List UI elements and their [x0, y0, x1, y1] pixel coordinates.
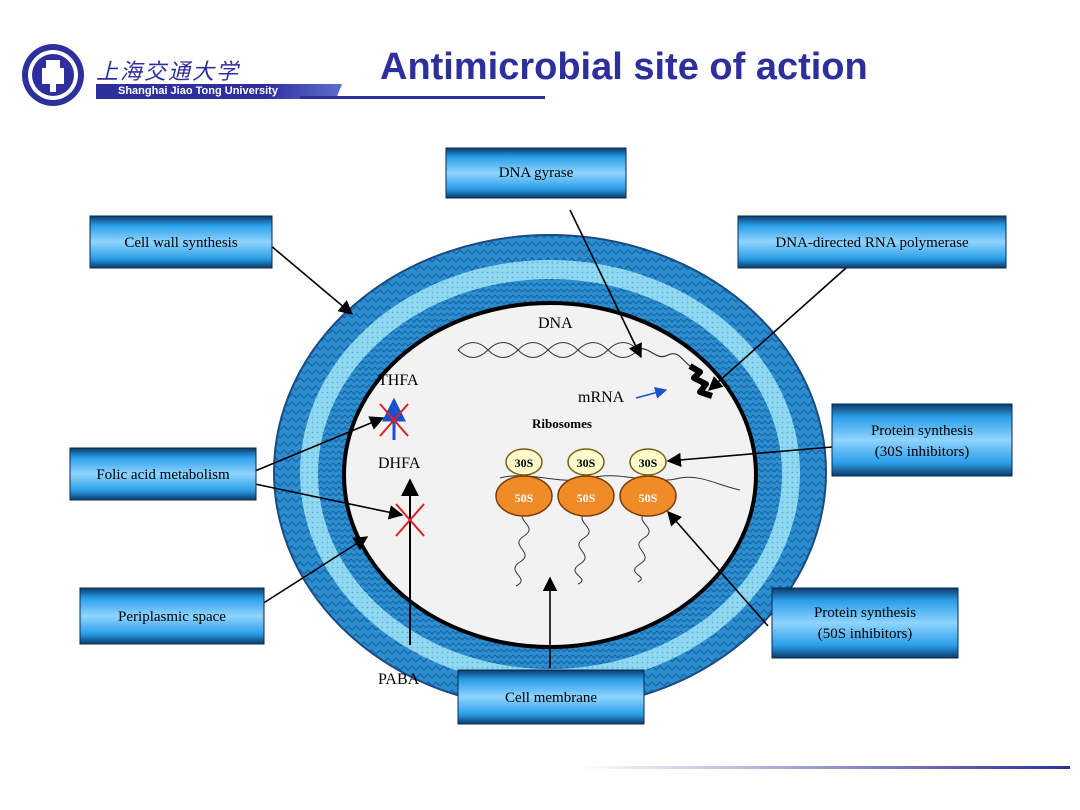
box-dna-gyrase-label: DNA gyrase: [499, 165, 574, 181]
footer-divider: [580, 766, 1070, 769]
university-name-cn: 上海交通大学: [96, 60, 241, 85]
university-name-en: Shanghai Jiao Tong University: [96, 84, 342, 99]
ribosome-50s-label: 50S: [577, 491, 596, 505]
box-rna-polymerase: DNA-directed RNA polymerase: [737, 215, 1007, 269]
ribosome-3: 30S 50S: [619, 448, 677, 517]
connector-arrows: [254, 209, 847, 668]
protein-30s-arrow: [666, 446, 833, 468]
university-seal-icon: [22, 44, 84, 106]
box-protein-50s-line2: (50S inhibitors): [818, 626, 913, 642]
ribosome-30s-subunit: [505, 448, 543, 476]
box-dna-gyrase: DNA gyrase: [445, 147, 627, 199]
box-periplasmic-label: Periplasmic space: [118, 609, 226, 625]
ribosomes-label: Ribosomes: [532, 416, 592, 431]
box-cell-wall: Cell wall synthesis: [89, 215, 273, 269]
ribosome-30s-label: 30S: [515, 456, 534, 470]
title-underline: [300, 96, 545, 99]
box-protein-50s: Protein synthesis (50S inhibitors): [771, 587, 959, 659]
box-protein-30s: Protein synthesis (30S inhibitors): [831, 403, 1013, 477]
ribosome-30s-label: 30S: [577, 456, 596, 470]
box-cell-wall-label: Cell wall synthesis: [124, 235, 237, 251]
box-protein-30s-line2: (30S inhibitors): [875, 444, 970, 460]
dna-helix: [457, 342, 691, 367]
box-folic-acid-label: Folic acid metabolism: [96, 467, 230, 483]
cell: [273, 234, 827, 710]
thfa-inhibit-x-icon: [379, 403, 409, 437]
folic-acid-to-dhfa-arrow: [254, 483, 404, 520]
box-cell-membrane: Cell membrane: [457, 669, 645, 725]
slide-title: Antimicrobial site of action: [380, 46, 868, 88]
box-folic-acid: Folic acid metabolism: [69, 447, 257, 501]
mrna-label: mRNA: [578, 389, 625, 406]
ribosome-30s-subunit: [567, 448, 605, 476]
ribosome-50s-label: 50S: [515, 491, 534, 505]
ribosome-50s-subunit: [619, 475, 677, 517]
ribosome-30s-label: 30S: [639, 456, 658, 470]
dhfa-label: DHFA: [378, 455, 421, 472]
rna-polymerase-arrow: [707, 267, 847, 391]
dna-label: DNA: [538, 315, 573, 332]
box-protein-30s-line1: Protein synthesis: [871, 423, 973, 439]
box-rna-polymerase-label: DNA-directed RNA polymerase: [775, 235, 969, 251]
ribosome-2: 30S 50S: [557, 448, 615, 517]
ribosome-50s-label: 50S: [639, 491, 658, 505]
mrna-strand: [499, 475, 741, 491]
box-periplasmic: Periplasmic space: [79, 587, 265, 645]
ribosome-30s-subunit: [629, 448, 667, 476]
dna-gyrase-arrow: [569, 209, 642, 359]
box-cell-membrane-label: Cell membrane: [505, 690, 597, 706]
polypeptide-chains: [514, 509, 650, 587]
ribosome-1: 30S 50S: [495, 448, 553, 517]
protein-50s-arrow: [667, 510, 769, 627]
mrna-arrow: [635, 386, 668, 399]
ribosome-50s-subunit: [495, 475, 553, 517]
rna-polymerase-squiggle: [688, 363, 713, 399]
box-protein-50s-line1: Protein synthesis: [814, 605, 916, 621]
cell-wall-arrow: [269, 244, 354, 315]
paba-label: PABA: [378, 671, 420, 688]
periplasmic-arrow: [261, 536, 369, 605]
thfa-label: THFA: [378, 372, 419, 389]
folic-acid-to-thfa-arrow: [254, 416, 385, 472]
ribosome-50s-subunit: [557, 475, 615, 517]
